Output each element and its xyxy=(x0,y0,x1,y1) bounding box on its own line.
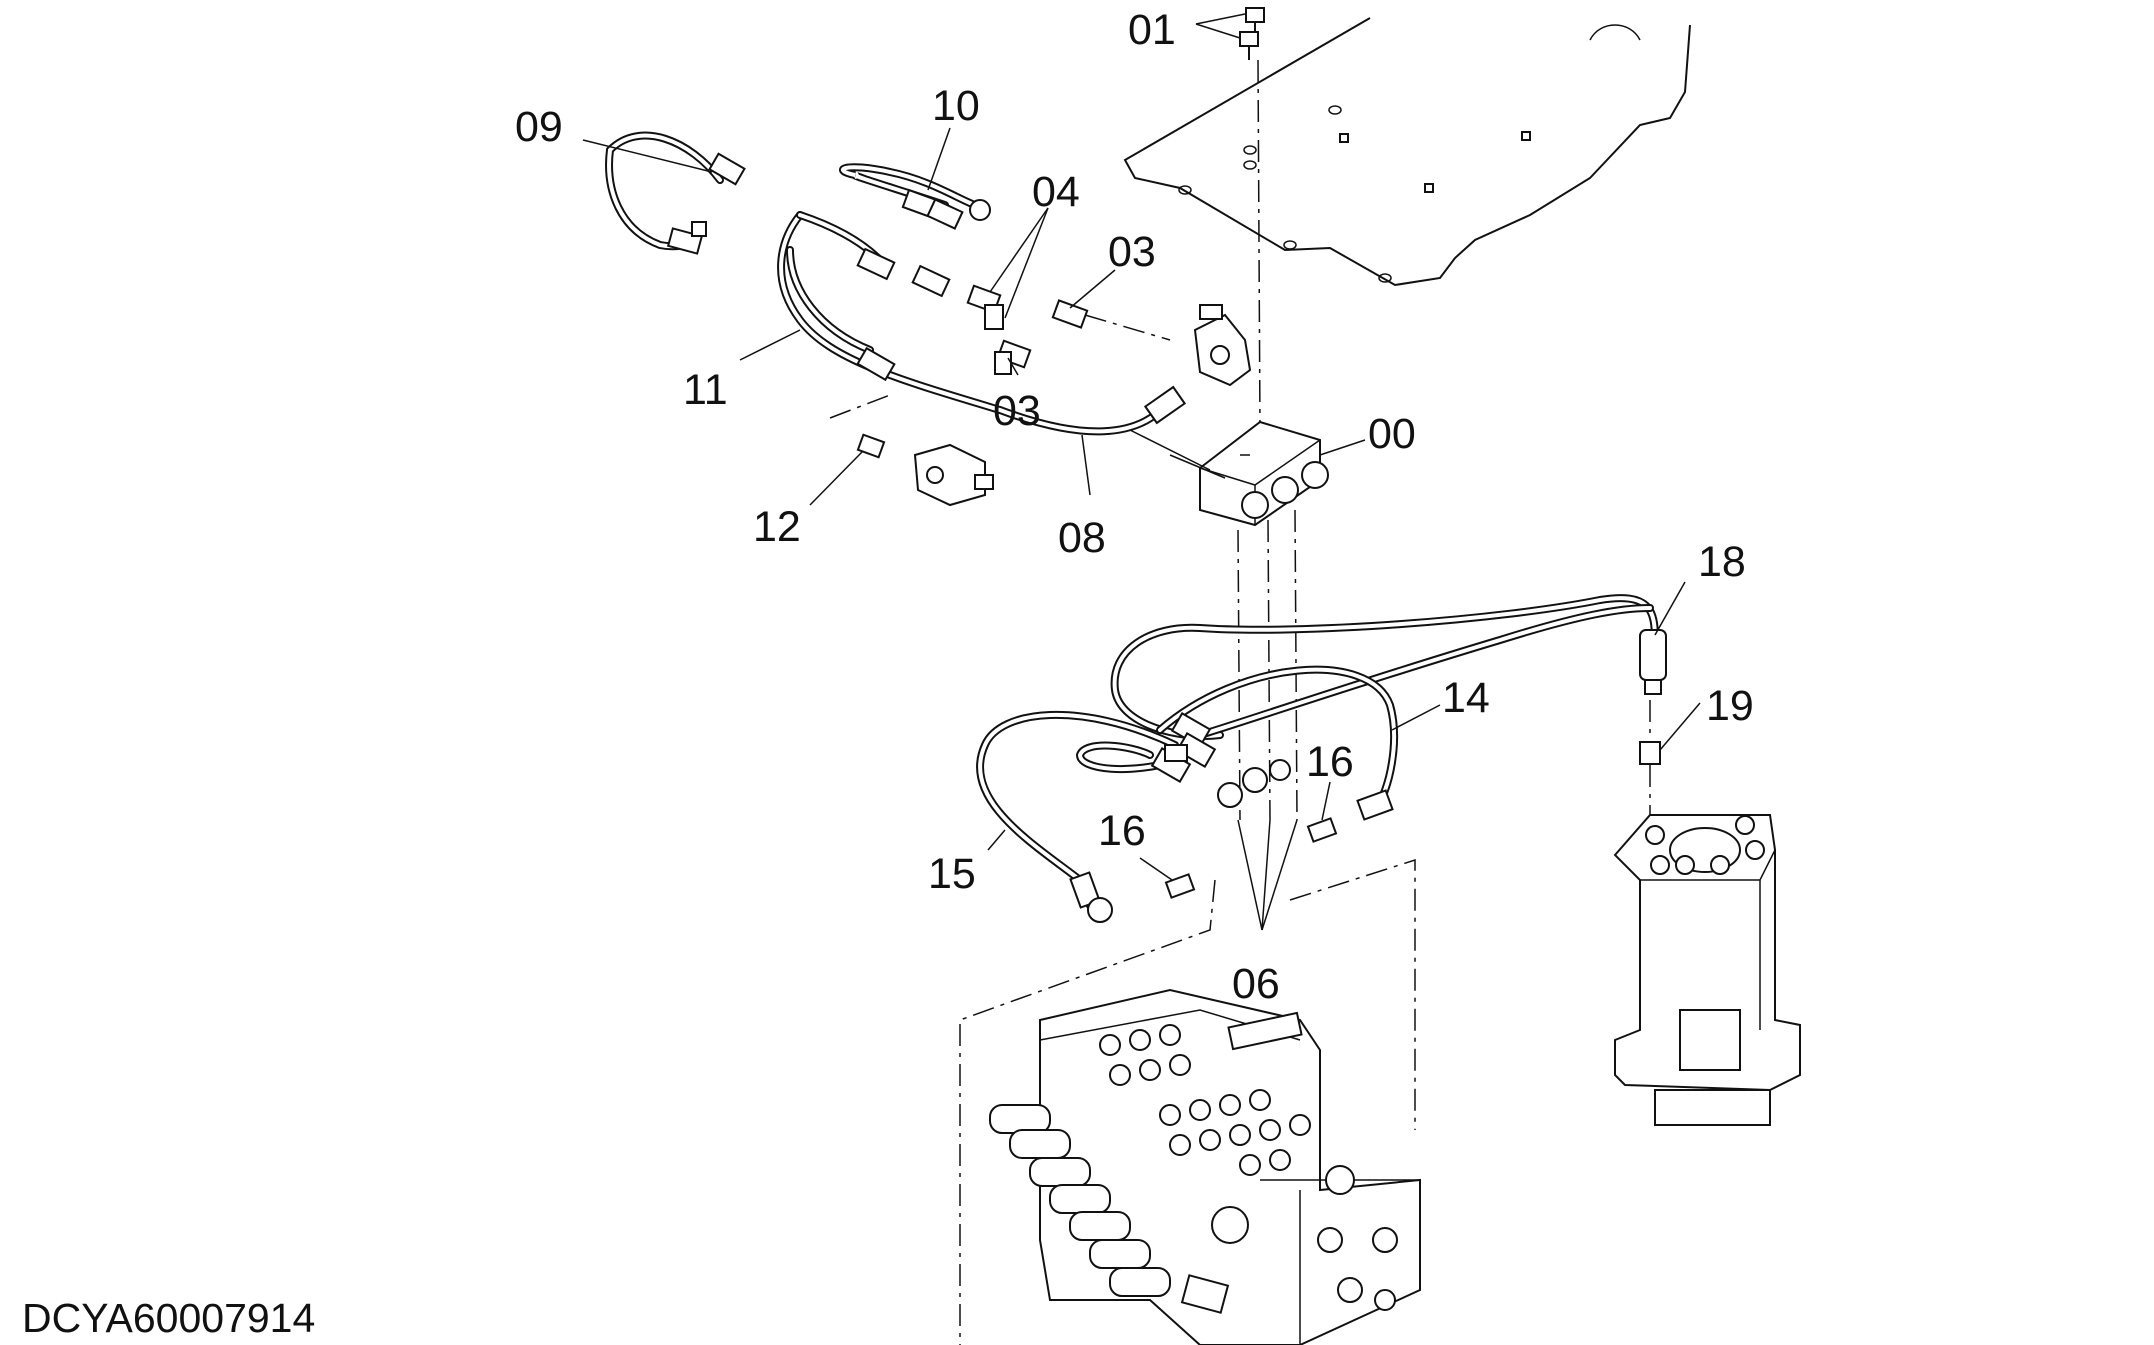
callout-16-left: 16 xyxy=(1098,807,1146,855)
callout-18: 18 xyxy=(1698,538,1746,586)
callout-10: 10 xyxy=(932,82,980,130)
mounting-plate xyxy=(1123,17,1691,287)
callout-01: 01 xyxy=(1128,6,1176,54)
callout-03-lower: 03 xyxy=(993,387,1041,435)
hose-09 xyxy=(605,131,746,255)
bolt-parts xyxy=(1239,7,1265,431)
callout-00: 00 xyxy=(1368,410,1416,458)
callout-14: 14 xyxy=(1442,674,1490,722)
hose-bundle-11 xyxy=(777,211,1187,436)
callout-15: 15 xyxy=(928,850,976,898)
hoses-lower xyxy=(976,594,1667,923)
callout-03-upper: 03 xyxy=(1108,228,1156,276)
drawing-id: DCYA60007914 xyxy=(22,1295,315,1341)
callout-12: 12 xyxy=(753,503,801,551)
callout-16-right: 16 xyxy=(1306,738,1354,786)
hose-10 xyxy=(839,163,991,230)
callout-labels: 01 10 09 04 03 11 03 00 12 08 18 19 14 1… xyxy=(515,6,1754,1008)
solenoid-block-12 xyxy=(829,394,994,507)
main-control-valve-06 xyxy=(959,819,1421,1345)
callout-04: 04 xyxy=(1032,168,1080,216)
callout-11: 11 xyxy=(683,366,728,414)
callout-09: 09 xyxy=(515,103,563,151)
fittings-16-19 xyxy=(1164,700,1661,899)
valve-spools xyxy=(989,1104,1171,1297)
fittings-04-03 xyxy=(966,284,1171,375)
valve-ports xyxy=(1099,1024,1311,1176)
leader-lines xyxy=(582,13,1701,881)
pilot-valve-upper xyxy=(1193,304,1252,387)
callout-08: 08 xyxy=(1058,514,1106,562)
callout-06: 06 xyxy=(1232,960,1280,1008)
valve-block-00 xyxy=(1129,420,1329,821)
steering-unit xyxy=(1613,814,1801,1126)
callout-19: 19 xyxy=(1706,682,1754,730)
